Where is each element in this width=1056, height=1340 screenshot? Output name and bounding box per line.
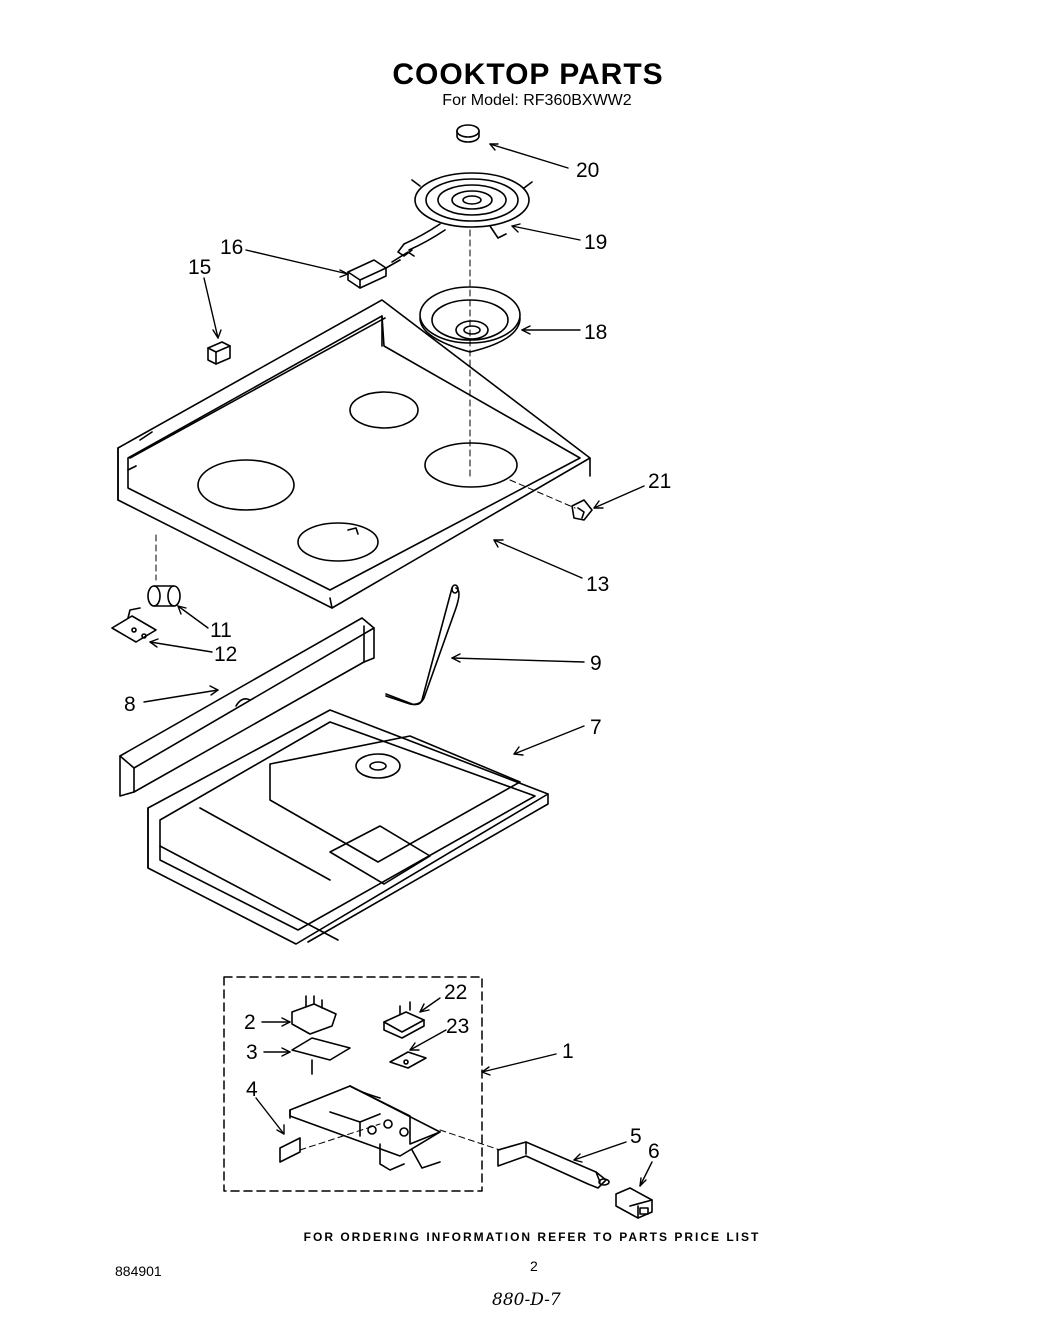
part-13-cooktop (117, 299, 591, 609)
callout-1: 1 (562, 1040, 574, 1063)
callout-20: 20 (576, 159, 599, 182)
callout-6: 6 (648, 1140, 660, 1163)
callout-12: 12 (214, 643, 237, 666)
callout-23: 23 (446, 1015, 469, 1038)
callout-22: 22 (444, 981, 467, 1004)
callout-2: 2 (244, 1011, 256, 1034)
part-1-control-assembly (289, 1085, 441, 1171)
callout-4: 4 (246, 1078, 258, 1101)
callout-18: 18 (584, 321, 607, 344)
callout-15: 15 (188, 256, 211, 279)
callout-3: 3 (246, 1041, 258, 1064)
part-5-sensor (497, 1141, 610, 1189)
part-4-plate (279, 1123, 381, 1163)
callout-9: 9 (590, 652, 602, 675)
model-subtitle: For Model: RF360BXWW2 (442, 92, 632, 109)
handwritten-code: 880-D-7 (492, 1290, 561, 1310)
callout-13: 13 (586, 573, 609, 596)
part-19-surface-element (397, 172, 533, 257)
part-7-burner-box (147, 709, 549, 945)
part-23-plate (389, 1051, 427, 1069)
ordering-info-note: FOR ORDERING INFORMATION REFER TO PARTS … (303, 1230, 761, 1244)
part-2-switch (291, 995, 337, 1035)
callout-7: 7 (590, 716, 602, 739)
callout-16: 16 (220, 236, 243, 259)
document-number: 884901 (115, 1263, 162, 1279)
callout-8: 8 (124, 693, 136, 716)
callout-11: 11 (210, 619, 232, 642)
part-15-bracket (207, 341, 231, 365)
callout-5: 5 (630, 1125, 642, 1148)
switch-assembly-box (223, 976, 483, 1192)
part-9-rod (385, 584, 460, 706)
page-number: 2 (530, 1258, 538, 1274)
part-21-clip (571, 499, 593, 521)
part-22-switch (383, 1001, 425, 1039)
part-16-terminal-block (347, 251, 415, 289)
diagram-title: COOKTOP PARTS (392, 58, 664, 91)
part-12-hinge-bracket (111, 607, 157, 643)
callout-19: 19 (584, 231, 607, 254)
callout-21: 21 (648, 470, 671, 493)
part-20-cap (456, 124, 480, 143)
part-11-hinge (147, 585, 181, 607)
part-6-connector (615, 1187, 653, 1219)
part-8-front-rail (119, 617, 375, 797)
part-3-plate (291, 1037, 351, 1075)
